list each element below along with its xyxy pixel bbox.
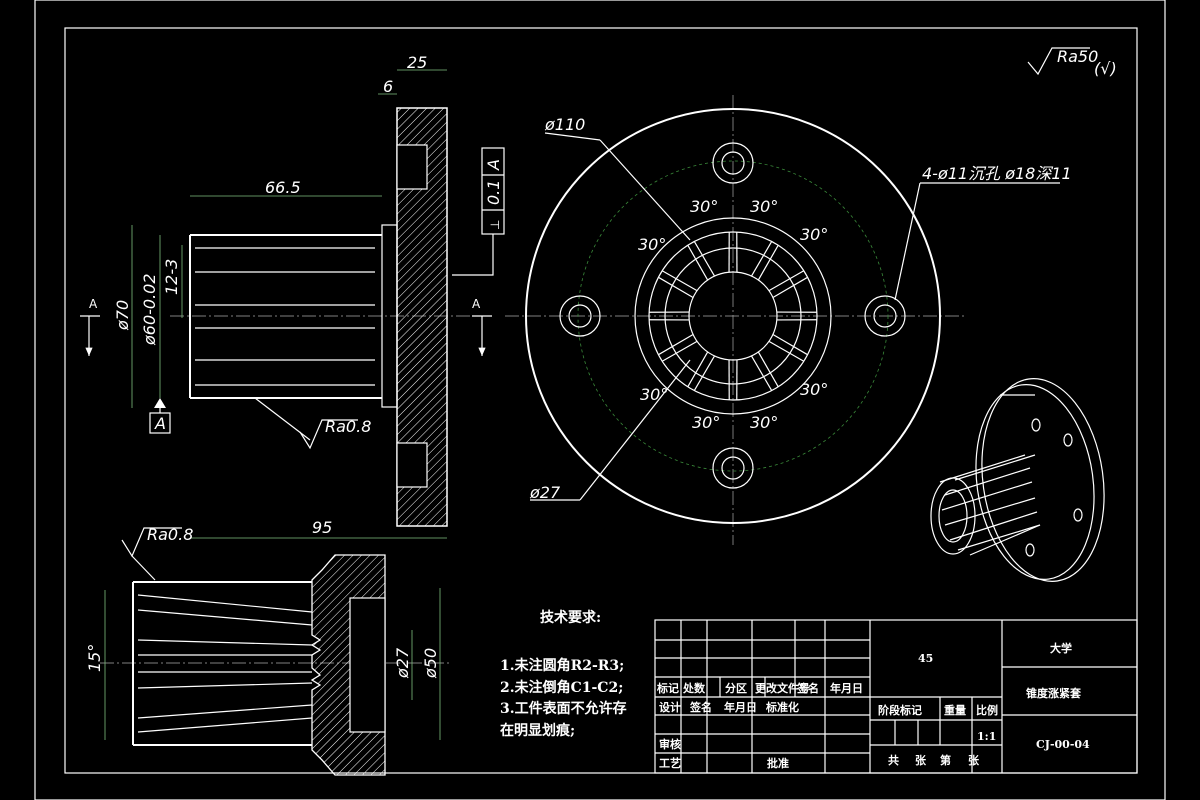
- slot-line: [772, 276, 808, 299]
- dim-d110: ø110: [544, 115, 585, 134]
- dim-d70: ø70: [113, 300, 132, 331]
- angle-label: 30°: [692, 413, 720, 432]
- roughness-general-label: Ra50: [1057, 47, 1098, 66]
- section-label-right: A: [472, 297, 481, 311]
- dim-25: 25: [407, 53, 427, 72]
- hdr-biaoji: 标记: [656, 681, 679, 695]
- hdr-gengai: 更改文件号: [755, 681, 810, 695]
- technical-notes: 技术要求: 1.未注圆角R2-R3; 2.未注倒角C1-C2; 3.工件表面不允…: [500, 609, 627, 739]
- slot-line: [768, 270, 805, 292]
- dim-6: 6: [383, 77, 393, 96]
- hdr-sheji: 设计: [659, 700, 681, 714]
- hole-note: 4-ø11沉孔 ø18深11: [922, 164, 1072, 183]
- hdr-fenqu: 分区: [725, 681, 747, 695]
- dim-d27: ø27: [529, 483, 561, 502]
- angle-label: 30°: [800, 225, 828, 244]
- bolt-holes: [559, 142, 906, 489]
- note-item: 1.未注圆角R2-R3;: [500, 657, 624, 674]
- tolerance-frame: ⊥ 0.1 A: [452, 147, 505, 276]
- hdr-nianyueri: 年月日: [830, 681, 863, 695]
- angle-label: 30°: [690, 197, 718, 216]
- flange-outer-circle: [525, 108, 941, 524]
- material: 45: [918, 652, 933, 665]
- hdr-nianyueri2: 年月日: [724, 700, 757, 714]
- scale: 1:1: [977, 730, 996, 743]
- drawing-number: CJ-00-04: [1036, 738, 1090, 751]
- hdr-jieduan: 阶段标记: [878, 703, 922, 717]
- section-angle: 15°: [85, 644, 104, 672]
- slot-line: [661, 340, 698, 362]
- hdr-chushu: 处数: [682, 681, 706, 695]
- side-view: 30° 30° 30° 30° 30° 30° 30° 30° ø110 ø27…: [505, 95, 1072, 545]
- note-item: 2.未注倒角C1-C2;: [500, 679, 623, 696]
- dim-d60: ø60-0.02: [140, 273, 159, 346]
- hdr-qianming2: 签名: [689, 700, 712, 714]
- angle-label: 30°: [640, 385, 668, 404]
- slot-line: [768, 340, 805, 362]
- roughness-2-label: Ra0.8: [147, 525, 193, 544]
- angle-label: 30°: [800, 380, 828, 399]
- hdr-zhongliang: 重量: [944, 703, 966, 717]
- hdr-bili: 比例: [976, 703, 998, 717]
- tolerance-datum: A: [484, 159, 503, 171]
- hdr-pizhun: 批准: [767, 756, 789, 770]
- hdr-zhang1: 张: [915, 753, 927, 767]
- hdr-zhang2: 张: [968, 753, 980, 767]
- hdr-qianming: 签名: [796, 681, 819, 695]
- slot-line: [750, 355, 773, 391]
- note-item: 在明显划痕;: [500, 722, 575, 739]
- section-dim-d27: ø27: [393, 647, 412, 679]
- isometric-view: [930, 378, 1105, 582]
- slot-line: [693, 355, 716, 391]
- dim-66-5: 66.5: [265, 178, 301, 197]
- slot-line: [658, 333, 694, 356]
- university: 大学: [1050, 641, 1072, 655]
- tolerance-value: 0.1: [484, 180, 503, 205]
- radial-slots: [649, 232, 817, 400]
- section-dim-d50: ø50: [421, 648, 440, 679]
- roughness-symbol-2: Ra0.8: [121, 525, 193, 581]
- hdr-gong: 共: [888, 753, 899, 767]
- slot-line: [750, 241, 773, 277]
- section-view: 15° ø27 ø50 Ra0.8: [85, 525, 450, 776]
- slot-line: [772, 333, 808, 356]
- slot-line: [661, 270, 698, 292]
- tapered-collet: [132, 581, 313, 746]
- roughness-1-label: Ra0.8: [325, 417, 371, 436]
- note-item: 3.工件表面不允许存: [500, 700, 627, 717]
- angle-label: 30°: [750, 197, 778, 216]
- section-label-left: A: [89, 297, 98, 311]
- part-name: 锥度涨紧套: [1026, 686, 1082, 700]
- title-block: 45 大学 锥度涨紧套 CJ-00-04 1:1 标记 处数 分区 更改文件号 …: [654, 619, 1138, 774]
- tolerance-symbol: ⊥: [488, 220, 502, 230]
- slot-line: [658, 276, 694, 299]
- slot-line: [693, 241, 716, 277]
- slot-line: [757, 244, 779, 281]
- angle-label: 30°: [750, 413, 778, 432]
- angle-label: 30°: [638, 235, 666, 254]
- roughness-general-mark: (√): [1094, 59, 1117, 78]
- hdr-biaozhunhua: 标准化: [765, 700, 799, 714]
- notes-title: 技术要求:: [540, 609, 601, 626]
- inner-frame: [64, 27, 1138, 774]
- roughness-general-symbol: Ra50 (√): [1027, 47, 1117, 78]
- datum-label: A: [154, 414, 166, 433]
- hdr-shenhe: 审核: [659, 737, 681, 751]
- dim-12-3: 12-3: [162, 259, 181, 295]
- slot-line: [757, 351, 779, 388]
- hdr-gongyi: 工艺: [659, 756, 681, 770]
- roughness-symbol-1: Ra0.8: [254, 397, 371, 450]
- hdr-di: 第: [940, 753, 951, 767]
- outer-frame: [34, 0, 1166, 800]
- bore-circle: [688, 271, 778, 361]
- collet-body: [189, 234, 382, 399]
- dim-95: 95: [312, 518, 332, 537]
- slot-line: [687, 351, 709, 388]
- front-view: 25 6 66.5 95 ø70 ø60-0.02 12-3 ⊥ 0.1 A A…: [80, 53, 505, 539]
- slot-line: [687, 244, 709, 281]
